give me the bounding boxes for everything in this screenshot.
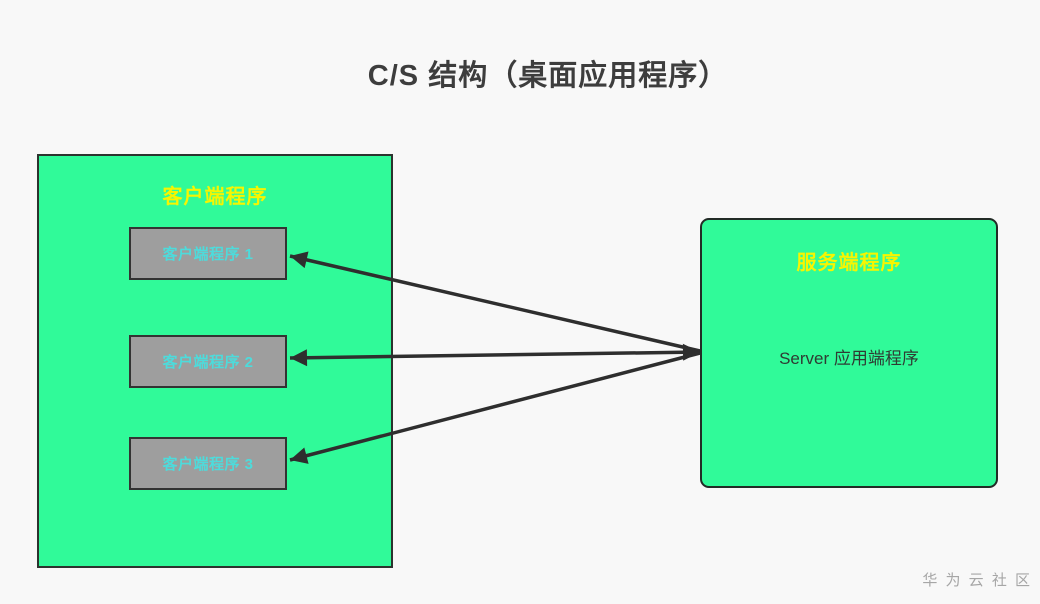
client-box-2-label: 客户端程序 2 bbox=[162, 354, 254, 371]
client-box-3: 客户端程序 3 bbox=[129, 437, 287, 490]
client-group-box: 客户端程序 客户端程序 1 客户端程序 2 客户端程序 3 bbox=[37, 154, 393, 568]
client-box-1-label: 客户端程序 1 bbox=[162, 246, 254, 263]
server-box: 服务端程序 Server 应用端程序 bbox=[700, 218, 998, 488]
client-box-3-label: 客户端程序 3 bbox=[162, 456, 254, 473]
server-body-text: Server 应用端程序 bbox=[779, 349, 919, 368]
client-box-1: 客户端程序 1 bbox=[129, 227, 287, 280]
watermark: 华 为 云 社 区 bbox=[922, 572, 1032, 589]
server-label: 服务端程序 bbox=[796, 252, 902, 274]
diagram-title: C/S 结构（桌面应用程序） bbox=[367, 60, 729, 92]
client-box-2: 客户端程序 2 bbox=[129, 335, 287, 388]
client-group-label: 客户端程序 bbox=[162, 186, 268, 208]
